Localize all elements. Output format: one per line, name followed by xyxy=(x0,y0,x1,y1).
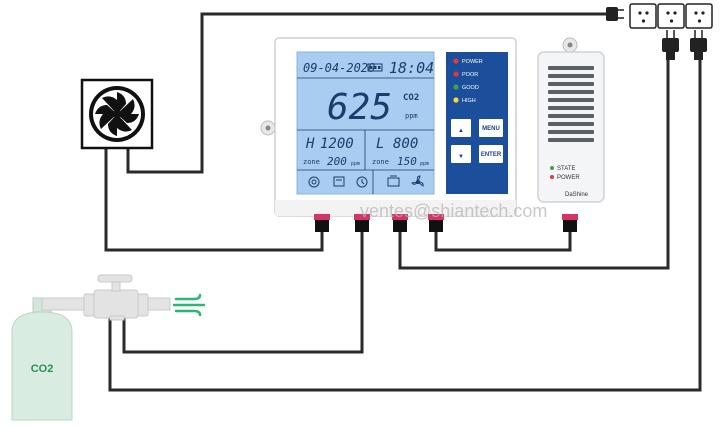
zone-label-left: zone xyxy=(303,158,320,166)
wire-valve-to-controller xyxy=(122,232,364,354)
down-arrow-icon: ▼ xyxy=(458,154,464,160)
fan-mode-icon xyxy=(411,175,424,187)
plug-right xyxy=(690,30,707,60)
plug-center xyxy=(662,30,679,60)
wire-controller-to-outlet xyxy=(398,60,670,270)
lcd-time: 18:04 xyxy=(389,59,434,77)
co2-unit: ppm xyxy=(405,112,418,120)
led-label-poor: POOR xyxy=(462,72,478,78)
solenoid-valve xyxy=(41,274,171,321)
outlet-3 xyxy=(685,3,713,29)
led-label-good: GOOD xyxy=(462,85,479,91)
led-label-high: HIGH xyxy=(462,98,476,104)
enter-button[interactable] xyxy=(479,145,503,163)
status-leds: POWER POOR GOOD HIGH xyxy=(453,58,483,104)
plug-left xyxy=(606,7,624,21)
port-3 xyxy=(392,214,408,232)
wire-controller-to-sensor xyxy=(434,232,572,252)
outlet-1 xyxy=(629,3,657,29)
sensor-state-led xyxy=(550,166,554,170)
enter-button-label: ENTER xyxy=(481,152,502,158)
led-high xyxy=(453,97,459,103)
clock-icon xyxy=(356,176,368,188)
zone-high-value: 200 xyxy=(327,155,347,168)
gas-flow-icon xyxy=(172,293,206,317)
exhaust-fan xyxy=(80,78,154,150)
watermark: ventes@shiantech.com xyxy=(360,201,547,221)
zone-unit-left: ppm xyxy=(351,161,360,167)
sensor-state-label: STATE xyxy=(557,166,575,172)
led-label-power: POWER xyxy=(462,59,483,65)
co2-cylinder: CO2 xyxy=(11,297,73,421)
co2-source-icon xyxy=(333,176,345,187)
high-threshold: 1200 xyxy=(320,136,354,152)
led-power xyxy=(453,58,459,64)
zone-low-value: 150 xyxy=(397,155,417,168)
wire-fan-to-outlet xyxy=(126,12,606,174)
wire-fan-to-controller xyxy=(104,148,324,252)
lcd-date: 09-04-2020 xyxy=(303,61,375,75)
co2-controller: 09-04-2020 18:04 625 CO2 ppm H 1200 zone… xyxy=(260,37,517,232)
co2-label: CO2 xyxy=(403,93,419,103)
down-button[interactable] xyxy=(451,145,471,163)
controller-ports xyxy=(314,214,444,232)
sensor-power-label: POWER xyxy=(557,175,580,181)
co2-sensor: STATE POWER DaShine xyxy=(537,37,605,232)
outlet-2 xyxy=(657,3,685,29)
low-threshold: 800 xyxy=(393,136,418,152)
co2-reading: 625 xyxy=(327,87,392,128)
zone-label-right: zone xyxy=(372,158,389,166)
sensor-power-led xyxy=(550,175,554,179)
control-panel: POWER POOR GOOD HIGH ▲ ▼ MENU ENTER xyxy=(446,52,508,194)
power-outlets xyxy=(606,3,713,60)
led-poor xyxy=(453,71,459,77)
port-1 xyxy=(314,214,330,232)
high-label: H xyxy=(305,136,315,152)
sensor-vent-grille xyxy=(548,66,594,142)
fan-icon xyxy=(95,92,139,136)
lcd-display: 09-04-2020 18:04 625 CO2 ppm H 1200 zone… xyxy=(296,51,435,195)
sensor-brand: DaShine xyxy=(565,192,589,198)
up-arrow-icon: ▲ xyxy=(458,128,464,134)
wire-valve-to-outlet xyxy=(108,60,702,392)
port-4 xyxy=(428,214,444,232)
battery-icon xyxy=(367,63,383,72)
gear-icon xyxy=(308,176,320,188)
menu-button[interactable] xyxy=(479,119,503,137)
valve-handle[interactable] xyxy=(97,274,133,283)
heater-icon xyxy=(387,175,400,187)
cylinder-label: CO2 xyxy=(31,363,54,375)
led-good xyxy=(453,84,459,90)
sensor-port xyxy=(562,214,578,232)
menu-button-label: MENU xyxy=(482,126,500,132)
low-label: L xyxy=(376,136,384,152)
wires xyxy=(104,12,702,392)
zone-unit-right: ppm xyxy=(420,161,429,167)
up-button[interactable] xyxy=(451,119,471,137)
port-2 xyxy=(354,214,370,232)
